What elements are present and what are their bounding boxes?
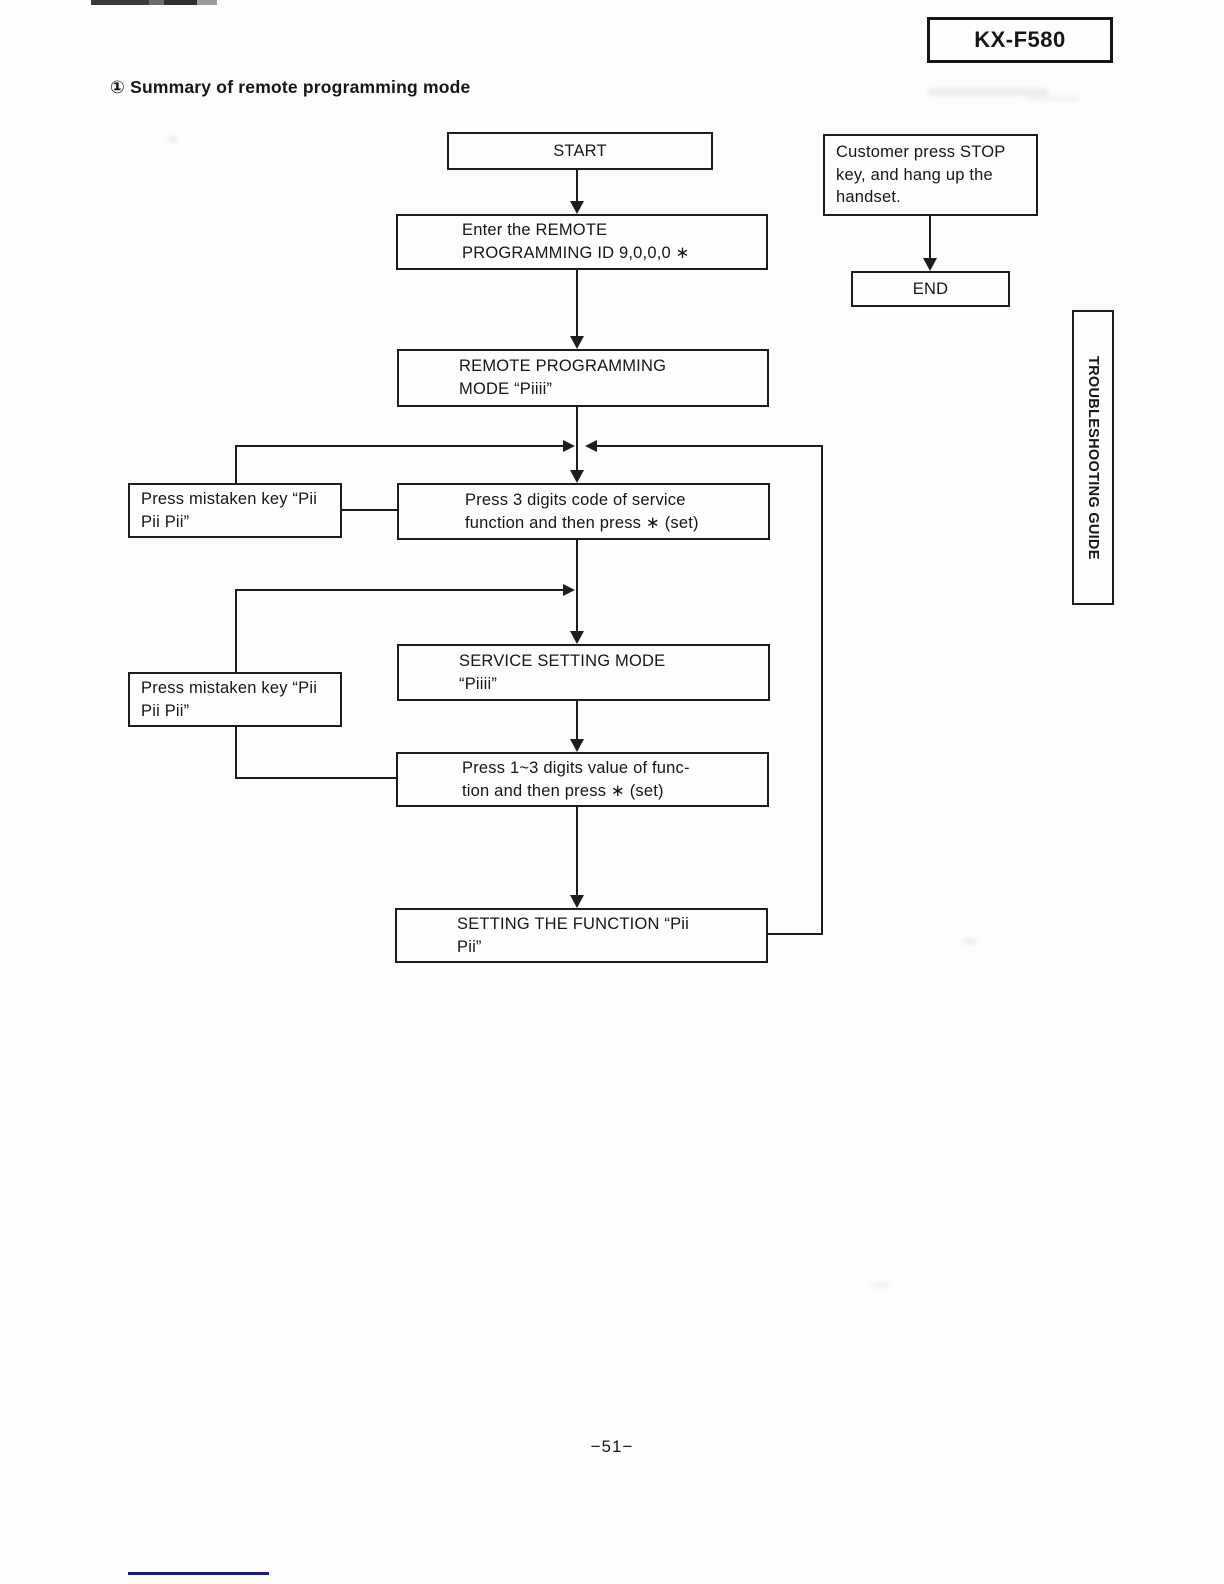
- connector-feedback2-vertical-bottom: [235, 727, 237, 779]
- connector-mistaken1-press3: [341, 509, 397, 511]
- arrowhead-right: [563, 440, 575, 452]
- scan-smudge: [962, 938, 976, 945]
- connector-start-enter: [576, 170, 578, 204]
- connector-feedback1-vertical: [235, 445, 237, 483]
- arrowhead-down: [570, 631, 584, 644]
- node-enter-remote-id: Enter the REMOTE PROGRAMMING ID 9,0,0,0 …: [396, 214, 768, 270]
- scan-smudge: [928, 88, 1048, 96]
- scan-smudge: [168, 136, 178, 142]
- page-number: −51−: [590, 1437, 634, 1456]
- connector-enter-remote: [576, 270, 578, 336]
- node-press-1-3-digits: Press 1~3 digits value of func- tion and…: [396, 752, 769, 807]
- connector-feedback2-horizontal: [236, 589, 563, 591]
- node-mistaken-key-1: Press mistaken key “Pii Pii Pii”: [128, 483, 342, 538]
- section-title: ① Summary of remote programming mode: [110, 77, 471, 97]
- connector-feedback2-vertical-top: [235, 589, 237, 672]
- node-customer-stop: Customer press STOP key, and hang up the…: [823, 134, 1038, 216]
- connector-feedback1-horizontal: [236, 445, 563, 447]
- connector-press13-setting: [576, 807, 578, 898]
- footer-blue-rule: [128, 1572, 269, 1575]
- scan-artifact-top-bar: [91, 0, 217, 5]
- connector-service-press13: [576, 701, 578, 742]
- arrowhead-down: [570, 336, 584, 349]
- node-end: END: [851, 271, 1010, 307]
- node-mistaken-key-2: Press mistaken key “Pii Pii Pii”: [128, 672, 342, 727]
- connector-feedback-right-horizontal-top: [597, 445, 823, 447]
- node-start: START: [447, 132, 713, 170]
- arrowhead-down: [570, 470, 584, 483]
- model-badge-label: KX-F580: [974, 27, 1066, 52]
- arrowhead-down: [570, 201, 584, 214]
- troubleshooting-guide-label: TROUBLESHOOTING GUIDE: [1085, 355, 1101, 560]
- model-badge: KX-F580: [927, 17, 1113, 63]
- node-press-3-digits: Press 3 digits code of service function …: [397, 483, 770, 540]
- connector-feedback-right-horizontal-bottom: [768, 933, 823, 935]
- node-setting-function: SETTING THE FUNCTION “Pii Pii”: [395, 908, 768, 963]
- troubleshooting-guide-tab: TROUBLESHOOTING GUIDE: [1072, 310, 1114, 605]
- arrowhead-right: [563, 584, 575, 596]
- scan-smudge: [1026, 96, 1078, 101]
- connector-stop-end: [929, 216, 931, 261]
- connector-remote-press3: [576, 407, 578, 471]
- arrowhead-down: [570, 895, 584, 908]
- connector-mistaken2-press13: [235, 777, 396, 779]
- connector-feedback-right-vertical: [821, 445, 823, 935]
- node-service-setting-mode: SERVICE SETTING MODE “Piiii”: [397, 644, 770, 701]
- scan-smudge: [872, 1282, 890, 1288]
- arrowhead-down: [570, 739, 584, 752]
- arrowhead-left: [585, 440, 597, 452]
- arrowhead-down: [923, 258, 937, 271]
- connector-press3-service: [576, 540, 578, 634]
- node-remote-programming-mode: REMOTE PROGRAMMING MODE “Piiii”: [397, 349, 769, 407]
